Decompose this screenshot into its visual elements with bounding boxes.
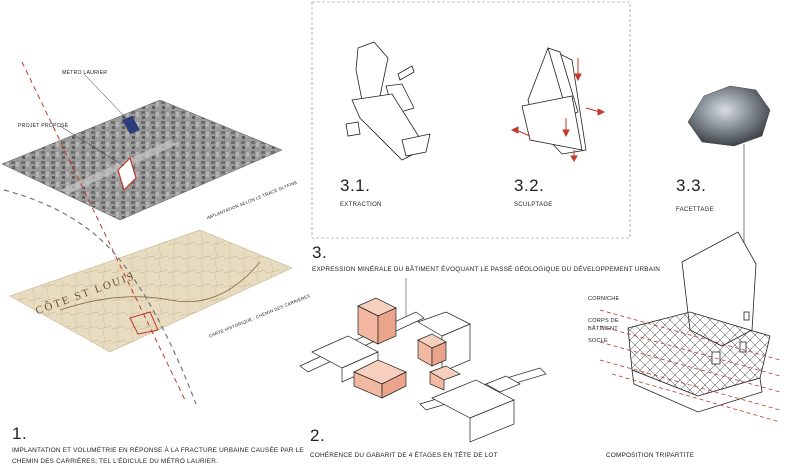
panel-2-caption: Cohérence du gabarit de 4 étages en tête… (310, 452, 498, 459)
panel-2-massing (299, 297, 547, 443)
label-socle: Socle (588, 338, 608, 344)
label-corniche: Corniche (588, 296, 620, 302)
step-3-3-number: 3.3. (676, 176, 707, 195)
historical-chemin-path (59, 261, 261, 311)
facade-window-3 (743, 311, 750, 321)
panel-3-caption: Expression minérale du bâtiment évoquant… (312, 266, 661, 273)
metro-laurier-building (122, 116, 140, 134)
step-3-2-label: Sculptage (514, 202, 553, 208)
diagram-3-1-extraction (345, 41, 431, 161)
leader-projet (59, 125, 125, 167)
facade-window-2 (739, 341, 747, 353)
city-street-band (60, 140, 178, 194)
step-3-1-number: 3.1. (340, 176, 371, 195)
label-metro-laurier: Métro Laurier (62, 70, 108, 76)
composition-caption: Composition tripartite (606, 452, 695, 459)
panel-1-number: 1. (12, 424, 28, 443)
step-3-1-label: Extraction (340, 202, 382, 208)
proposed-project-volume (117, 156, 137, 192)
panel-3-dashed-frame (311, 1, 631, 239)
label-corps-line-1: Corps de (588, 318, 619, 324)
facet-rock-image (687, 85, 771, 147)
panel-1-caption-line-2: chemin des carrières; tel l'édicule du m… (12, 458, 219, 465)
tripartite-guides (599, 309, 781, 423)
historical-map-layer (9, 229, 293, 353)
panel-1-caption-line-1: Implantation et volumétrie en réponse à … (12, 447, 304, 454)
step-3-3-label: Facettage (676, 207, 714, 213)
label-projet-propose: Projet proposé (18, 123, 69, 129)
diagram-3-2-sculptage (521, 47, 587, 155)
label-corps-line-2: bâtiment (588, 326, 618, 332)
tripartite-building (627, 231, 771, 413)
panel-1-site-analysis (1, 61, 293, 405)
sculpt-arrows (510, 58, 606, 162)
step-3-2-number: 3.2. (514, 176, 545, 195)
building-base (631, 369, 763, 413)
projection-dashed-line (3, 189, 197, 405)
panel-3-number: 3. (312, 243, 328, 262)
panel-2-number: 2. (310, 426, 326, 445)
leader-metro (83, 73, 127, 119)
